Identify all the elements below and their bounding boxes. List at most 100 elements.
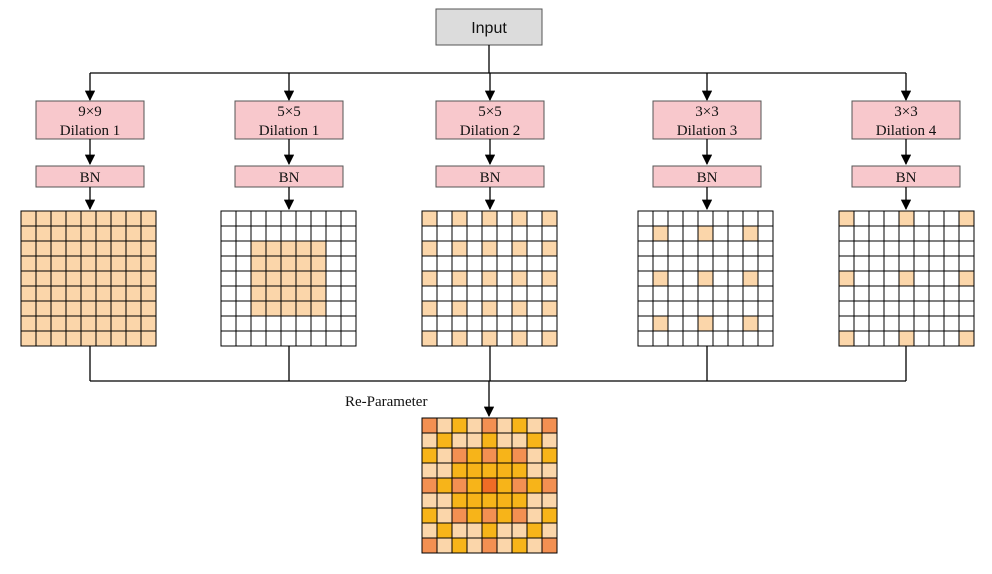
kernel-cell (637, 210, 654, 227)
kernel-cell (697, 240, 714, 257)
kernel-cell (340, 210, 357, 227)
kernel-cell-active (35, 270, 52, 287)
kernel-cell-active (20, 240, 37, 257)
kernel-cell (757, 225, 774, 242)
kernel-cell (943, 240, 960, 257)
kernel-cell (928, 285, 945, 302)
kernel-cell (943, 300, 960, 317)
merged-cell (451, 507, 468, 524)
kernel-cell-active (95, 210, 112, 227)
kernel-cell-active (95, 270, 112, 287)
kernel-cell (913, 315, 930, 332)
kernel-cell-active (958, 270, 975, 287)
kernel-cell-active (80, 210, 97, 227)
kernel-cell-active (65, 285, 82, 302)
kernel-cell-active (20, 330, 37, 347)
kernel-cell (883, 285, 900, 302)
kernel-cell (757, 300, 774, 317)
kernel-cell (697, 300, 714, 317)
kernel-cell (310, 315, 327, 332)
kernel-cell (526, 330, 543, 347)
kernel-cell (496, 330, 513, 347)
kernel-cell-active (95, 285, 112, 302)
kernel-cell (340, 255, 357, 272)
kernel-cell (682, 315, 699, 332)
kernel-cell (637, 300, 654, 317)
kernel-cell (421, 255, 438, 272)
kernel-cell-active (110, 270, 127, 287)
kernel-cell (325, 210, 342, 227)
merged-cell (481, 447, 498, 464)
kernel-cell-active (80, 240, 97, 257)
kernel-cell (652, 240, 669, 257)
kernel-cell (421, 225, 438, 242)
kernel-cell (667, 330, 684, 347)
kernel-cell-active (20, 255, 37, 272)
kernel-cell-active (265, 285, 282, 302)
kernel-cell-active (250, 270, 267, 287)
merged-cell (526, 432, 543, 449)
kernel-cell (928, 300, 945, 317)
merged-cell (421, 432, 438, 449)
merged-cell (436, 462, 453, 479)
kernel-cell-active (140, 240, 157, 257)
merged-cell (436, 537, 453, 554)
kernel-cell (295, 330, 312, 347)
merged-cell (481, 537, 498, 554)
kernel-cell-active (125, 240, 142, 257)
kernel-cell-active (35, 330, 52, 347)
kernel-cell-active (35, 255, 52, 272)
kernel-cell (913, 240, 930, 257)
kernel-cell-active (140, 330, 157, 347)
kernel-cell (883, 255, 900, 272)
kernel-cell (280, 315, 297, 332)
kernel-cell (325, 225, 342, 242)
kernel-cell (868, 285, 885, 302)
kernel-cell-active (80, 255, 97, 272)
kernel-cell-active (265, 255, 282, 272)
kernel-size-label: 3×3 (894, 104, 917, 120)
merged-cell (451, 477, 468, 494)
kernel-cell (883, 210, 900, 227)
kernel-cell-active (80, 285, 97, 302)
kernel-cell-active (50, 270, 67, 287)
kernel-cell (757, 240, 774, 257)
merged-cell (466, 417, 483, 434)
kernel-cell (928, 255, 945, 272)
kernel-cell (883, 315, 900, 332)
kernel-cell-active (20, 300, 37, 317)
kernel-cell (853, 315, 870, 332)
kernel-cell-active (742, 270, 759, 287)
kernel-cell (325, 285, 342, 302)
bn-label: BN (279, 170, 300, 186)
re-parameter-label: Re-Parameter (345, 394, 427, 410)
kernel-cell-active (110, 285, 127, 302)
kernel-cell (265, 315, 282, 332)
dilation-label: Dilation 2 (460, 123, 520, 139)
kernel-cell (496, 300, 513, 317)
kernel-size-label: 3×3 (695, 104, 718, 120)
kernel-cell (652, 300, 669, 317)
conv-box (652, 100, 762, 140)
kernel-cell (868, 270, 885, 287)
kernel-cell (280, 210, 297, 227)
kernel-cell (742, 255, 759, 272)
merged-cell (541, 537, 558, 554)
kernel-cell-active (280, 270, 297, 287)
kernel-cell (436, 285, 453, 302)
kernel-cell-active (481, 270, 498, 287)
kernel-cell-active (95, 315, 112, 332)
merged-cell (496, 432, 513, 449)
kernel-cell (898, 240, 915, 257)
kernel-cell (868, 240, 885, 257)
merged-cell (481, 417, 498, 434)
kernel-cell-active (125, 225, 142, 242)
kernel-grid (838, 210, 975, 347)
kernel-cell (340, 285, 357, 302)
kernel-cell-active (50, 225, 67, 242)
kernel-cell (526, 300, 543, 317)
kernel-cell-active (110, 225, 127, 242)
kernel-cell (913, 270, 930, 287)
